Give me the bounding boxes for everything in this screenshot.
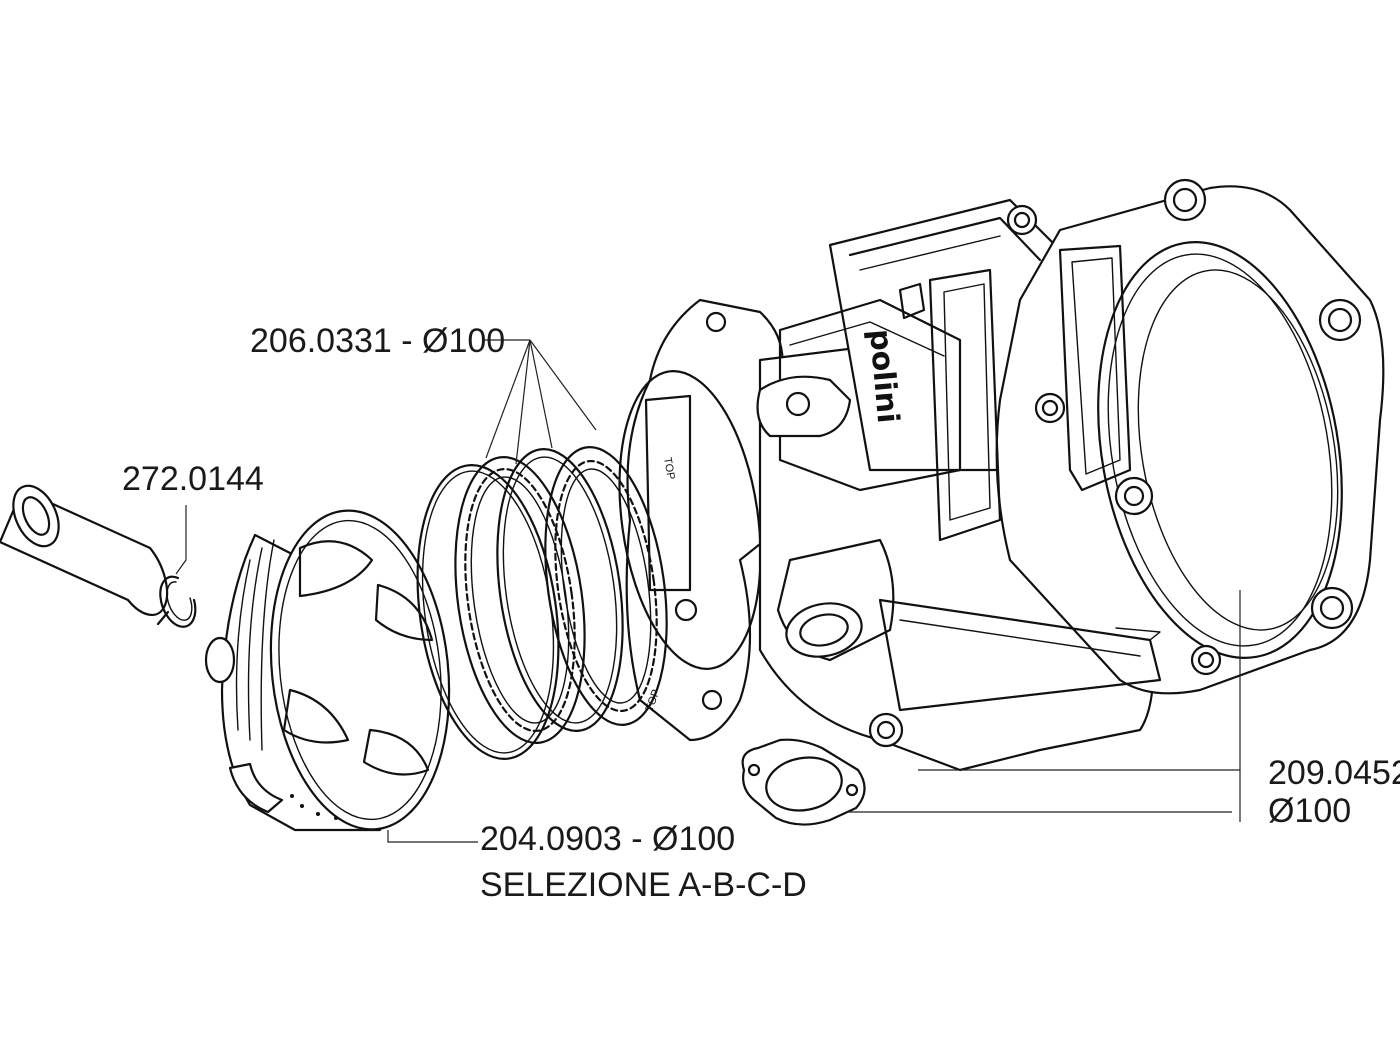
piston-pin [0,484,169,617]
piston-ring-2 [454,456,586,744]
piston-ring-set: TOP TOP [416,446,677,760]
circlip [156,575,197,628]
piston-ring-4 [544,446,668,726]
piston-ring-3 [496,448,624,732]
piston [204,509,451,832]
cylinder: polini [756,178,1385,772]
label-rings: 206.0331 - Ø100 [250,322,505,360]
exhaust-gasket [741,738,866,826]
label-pin: 272.0144 [122,460,264,498]
ring-mark-top-1: TOP [661,456,677,480]
leader-lines [175,339,1241,843]
label-cylinder-code: 209.0452 [1268,754,1400,792]
label-piston-code: 204.0903 - Ø100 [480,820,735,858]
label-cylinder-bore: Ø100 [1268,792,1351,830]
label-piston-selection: SELEZIONE A-B-C-D [480,866,807,904]
brand-logo-text: polini [862,328,905,425]
